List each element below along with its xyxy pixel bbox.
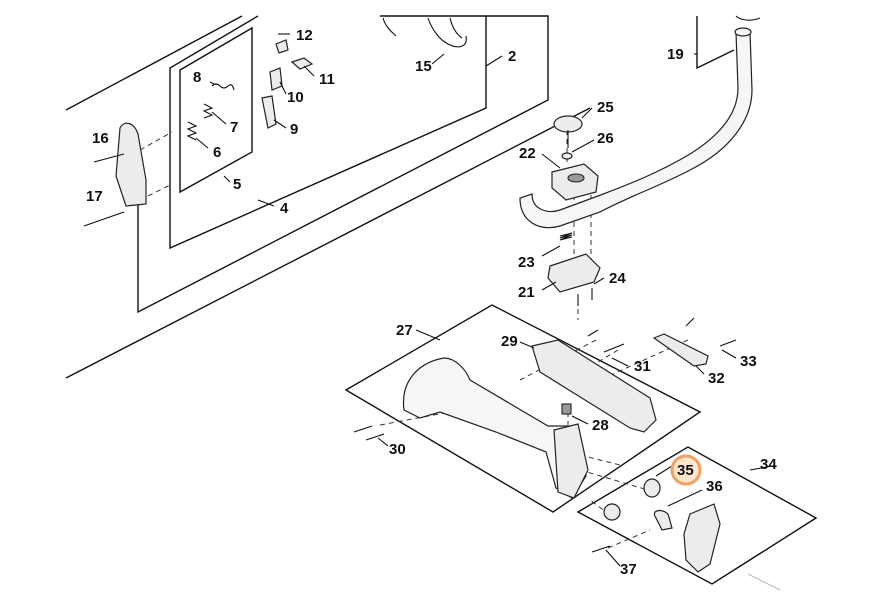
cable-part-15: [382, 17, 397, 37]
parts: [83, 15, 781, 591]
part-12-shape: [275, 39, 289, 54]
screw-31: [603, 343, 625, 353]
label-part-22[interactable]: 22: [519, 145, 536, 162]
label-part-31[interactable]: 31: [634, 358, 651, 375]
label-part-37[interactable]: 37: [620, 561, 637, 578]
label-part-35[interactable]: 35: [677, 462, 694, 479]
part-35-bushing: [643, 478, 661, 498]
part-23-spring: [559, 232, 573, 241]
label-part-17[interactable]: 17: [86, 188, 103, 205]
frame-panel-2: [169, 15, 487, 250]
part-19-handlebar: [519, 31, 753, 229]
label-part-21[interactable]: 21: [518, 284, 535, 301]
frame-part-19: [696, 16, 735, 70]
frame-part-27: [344, 304, 702, 513]
label-part-2[interactable]: 2: [508, 48, 516, 65]
label-part-4[interactable]: 4: [280, 200, 289, 217]
screw-37: [591, 545, 611, 553]
part-7-spring: [202, 103, 214, 119]
part-28-insert: [561, 403, 572, 415]
part-36-clip: [653, 509, 673, 531]
label-part-27[interactable]: 27: [396, 322, 413, 339]
label-part-8[interactable]: 8: [193, 69, 201, 86]
frame-part-34: [576, 446, 818, 585]
label-part-28[interactable]: 28: [592, 417, 609, 434]
part-8-spring: [211, 83, 235, 91]
part-32-strip: [652, 333, 709, 367]
label-part-34[interactable]: 34: [760, 456, 777, 473]
part-21-clamp: [547, 253, 601, 293]
label-part-33[interactable]: 33: [740, 353, 757, 370]
screw-top-29: [587, 329, 599, 337]
part-25-knob: [553, 115, 583, 133]
label-part-23[interactable]: 23: [518, 254, 535, 271]
label-part-9[interactable]: 9: [290, 121, 298, 138]
screw-17: [83, 211, 125, 227]
cable-part-15b: [427, 17, 467, 48]
frame-panel-5: [179, 26, 253, 194]
part-11-shape: [290, 57, 314, 70]
part-trigger-housing: [115, 122, 147, 207]
screw-16: [93, 153, 125, 163]
label-part-7[interactable]: 7: [230, 119, 238, 136]
part-19-cable: [735, 15, 761, 21]
part-6-spring: [186, 121, 198, 141]
label-part-36[interactable]: 36: [706, 478, 723, 495]
label-part-29[interactable]: 29: [501, 333, 518, 350]
screw-30b: [365, 433, 385, 441]
label-part-24[interactable]: 24: [609, 270, 626, 287]
screw-33: [719, 339, 737, 347]
frame-panel-large: [137, 15, 549, 314]
part-29-grip: [531, 339, 657, 433]
label-part-16[interactable]: 16: [92, 130, 109, 147]
part-26-washer: [561, 152, 573, 160]
screw-top-32: [685, 317, 695, 327]
panel-frames: [65, 15, 818, 585]
label-part-5[interactable]: 5: [233, 176, 241, 193]
label-part-6[interactable]: 6: [213, 144, 221, 161]
label-part-32[interactable]: 32: [708, 370, 725, 387]
label-part-30[interactable]: 30: [389, 441, 406, 458]
frame-top-left-panel: [65, 15, 243, 111]
frame-long-bottom-line: [65, 107, 591, 379]
highlight-ring-35: [670, 454, 702, 486]
label-part-15[interactable]: 15: [415, 58, 432, 75]
label-part-26[interactable]: 26: [597, 130, 614, 147]
cable-part-15c: [449, 17, 463, 39]
rod-bottom-right: [747, 573, 781, 591]
part-22-hole: [567, 173, 585, 183]
label-part-12[interactable]: 12: [296, 27, 313, 44]
screw-30a: [353, 425, 373, 433]
part-10-shape: [269, 67, 283, 91]
leader-lines: [195, 33, 773, 567]
part-9-shape: [261, 95, 277, 129]
part-27-handle-end: [553, 423, 589, 499]
part-labels: 2 4 5 6 7 8 9 10 11 12 15 16 17 19 21 22…: [86, 27, 777, 578]
label-part-25[interactable]: 25: [597, 99, 614, 116]
part-19-end: [734, 27, 752, 37]
part-34-trigger: [683, 503, 721, 573]
label-part-19[interactable]: 19: [667, 46, 684, 63]
part-35-bushing-b: [603, 503, 621, 521]
label-part-11[interactable]: 11: [319, 71, 335, 88]
label-part-10[interactable]: 10: [287, 89, 304, 106]
